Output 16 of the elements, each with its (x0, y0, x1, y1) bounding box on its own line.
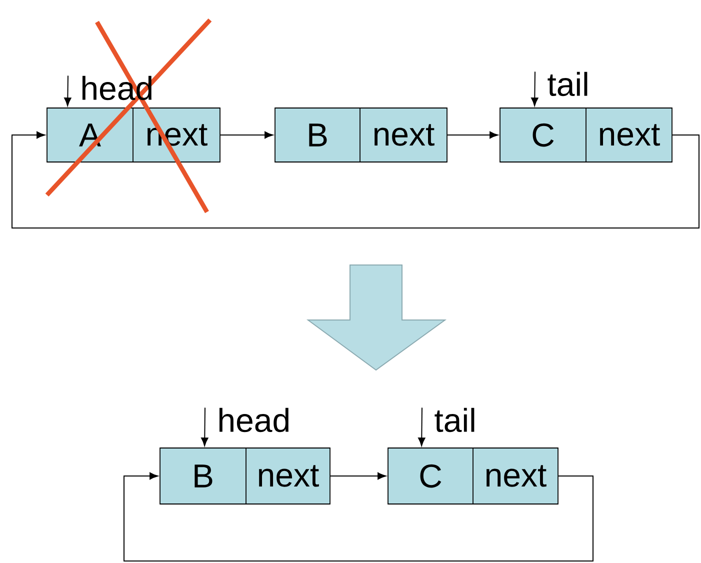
arrow (330, 472, 386, 480)
pointer-arrow (531, 71, 538, 106)
pointer-arrow (64, 75, 72, 106)
arrow (446, 131, 498, 139)
loop-arrow (12, 131, 700, 228)
arrow (220, 131, 274, 139)
list-node: C next (388, 448, 558, 504)
list-node: C next (500, 108, 672, 162)
pointer-arrow (201, 407, 208, 446)
loop-arrow (124, 472, 594, 562)
pointer-label: tail (548, 72, 588, 96)
pointer-arrow (418, 407, 426, 446)
pointer-label: head (220, 408, 288, 432)
list-node: B next (274, 108, 448, 162)
list-node: B next (160, 448, 330, 504)
pointer-label: tail (434, 408, 474, 432)
